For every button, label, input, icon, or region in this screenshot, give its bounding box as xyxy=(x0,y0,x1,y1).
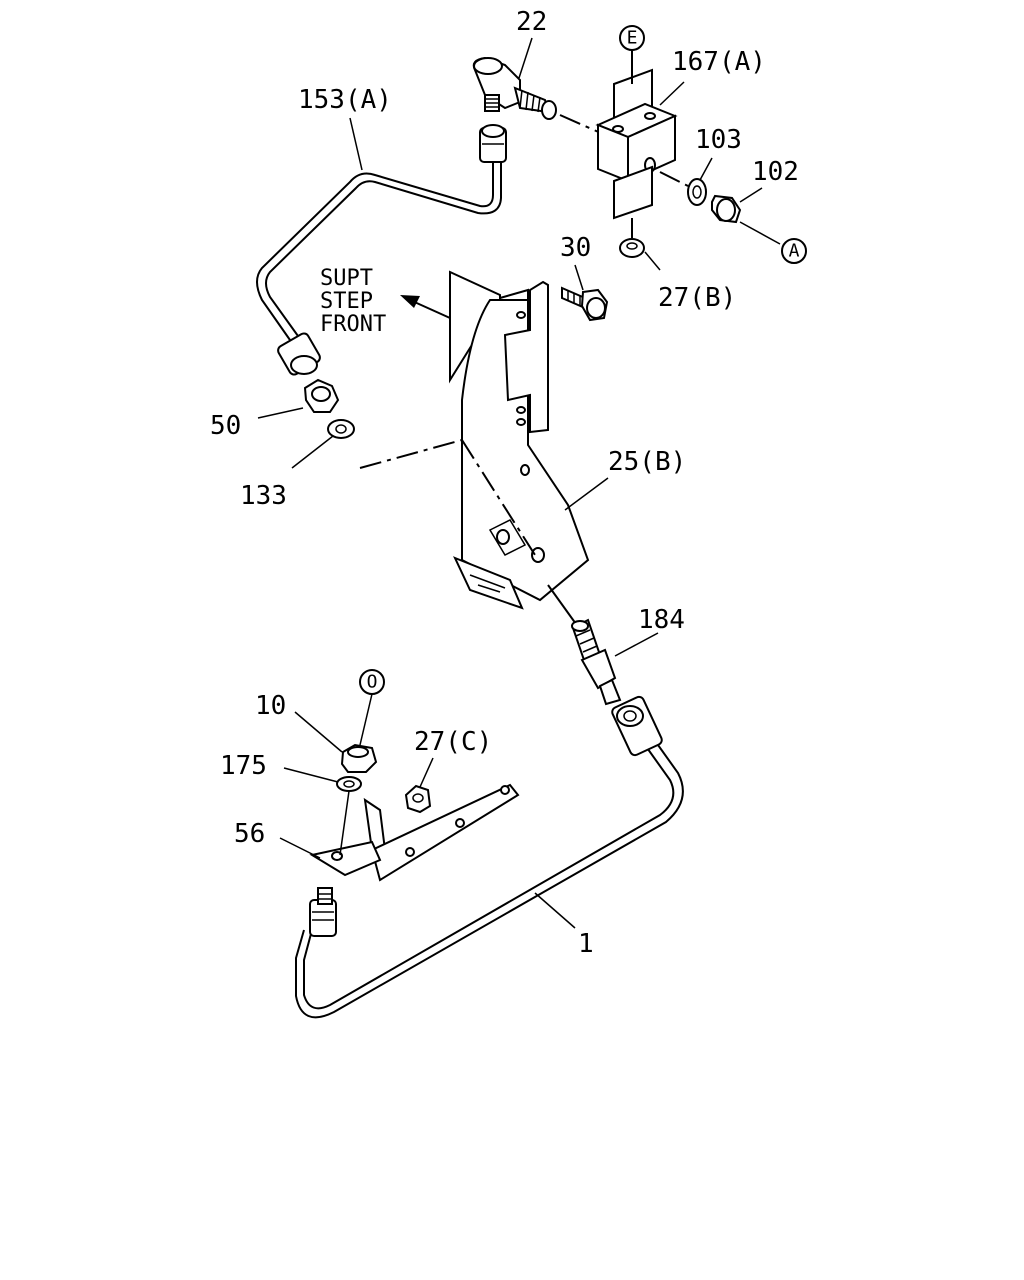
callout-27c: 27(C) xyxy=(414,727,492,757)
nut-102 xyxy=(711,194,742,224)
callout-1: 1 xyxy=(578,929,594,959)
callout-133: 133 xyxy=(240,481,287,511)
washer-133 xyxy=(327,419,355,439)
bracket-25b xyxy=(449,270,590,610)
callout-25b: 25(B) xyxy=(608,447,686,477)
nut-27c xyxy=(404,784,432,814)
leader-lines xyxy=(257,37,781,929)
note-line-3: FRONT xyxy=(320,312,386,337)
bolt-30 xyxy=(561,286,609,322)
reference-marker-e: E xyxy=(619,25,645,51)
callout-10: 10 xyxy=(255,691,286,721)
callout-102: 102 xyxy=(752,157,799,187)
callout-153a: 153(A) xyxy=(298,85,392,115)
callout-56: 56 xyxy=(234,819,265,849)
callout-27b: 27(B) xyxy=(658,283,736,313)
nut-50 xyxy=(303,378,340,413)
washer-175 xyxy=(336,776,362,792)
callout-50: 50 xyxy=(210,411,241,441)
reference-marker-a: A xyxy=(781,238,807,264)
reference-marker-o: O xyxy=(359,669,385,695)
callout-22: 22 xyxy=(516,7,547,37)
callout-167a: 167(A) xyxy=(672,47,766,77)
fitting-22 xyxy=(472,56,557,120)
direction-arrow xyxy=(400,295,451,319)
note-line-2: STEP xyxy=(320,289,373,314)
washer-103 xyxy=(687,178,707,206)
marker-a-text: A xyxy=(789,241,800,262)
direction-note: SUPT STEP FRONT xyxy=(320,266,386,337)
pipe-1 xyxy=(295,695,684,1019)
callout-103: 103 xyxy=(695,125,742,155)
callout-labels: 22 167(A) 153(A) 103 102 30 27(B) 50 133… xyxy=(210,7,799,959)
pipe-153a xyxy=(256,124,507,376)
marker-o-text: O xyxy=(367,672,378,693)
nut-10 xyxy=(340,743,378,773)
block-167a xyxy=(595,50,678,238)
callout-30: 30 xyxy=(560,233,591,263)
nut-27b xyxy=(619,238,645,258)
bracket-56 xyxy=(309,783,520,882)
callout-184: 184 xyxy=(638,605,685,635)
callout-175: 175 xyxy=(220,751,267,781)
fitting-184 xyxy=(547,584,622,706)
note-line-1: SUPT xyxy=(320,266,373,291)
marker-e-text: E xyxy=(627,28,638,49)
